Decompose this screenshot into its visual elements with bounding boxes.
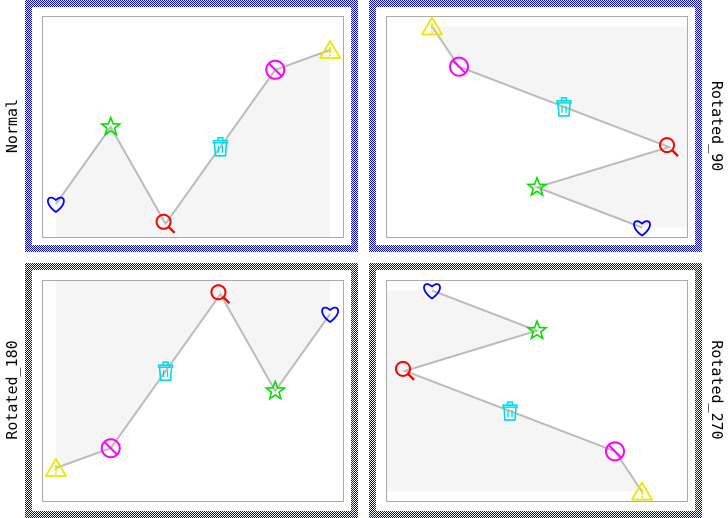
heart-icon bbox=[47, 196, 65, 214]
panel-label-rotated-270: Rotated_270 bbox=[708, 340, 726, 440]
plot-area-rotated-270 bbox=[386, 280, 688, 502]
trash-icon bbox=[556, 97, 572, 117]
plot-rotated-90 bbox=[421, 16, 687, 237]
plot-area-rotated-90 bbox=[386, 16, 688, 238]
area-fill bbox=[55, 50, 331, 237]
no-icon bbox=[265, 59, 286, 80]
star-icon bbox=[525, 175, 549, 197]
area-fill bbox=[432, 26, 687, 228]
plot-area-rotated-180 bbox=[42, 280, 344, 502]
no-icon bbox=[605, 441, 625, 462]
trash-icon bbox=[212, 137, 229, 157]
warning-icon bbox=[319, 40, 342, 59]
no-icon bbox=[100, 438, 121, 459]
trash-icon bbox=[157, 361, 174, 381]
plot-rotated-270 bbox=[387, 283, 653, 501]
warning-icon bbox=[631, 481, 653, 501]
warning-icon bbox=[44, 458, 67, 477]
star-icon bbox=[264, 379, 287, 401]
search-icon bbox=[395, 360, 415, 381]
plot-rotated-180 bbox=[44, 281, 339, 477]
plot-normal bbox=[47, 40, 342, 237]
area-fill bbox=[55, 281, 331, 468]
warning-icon bbox=[421, 16, 443, 36]
area-fill bbox=[387, 290, 642, 492]
star-icon bbox=[99, 115, 122, 137]
star-icon bbox=[525, 318, 549, 341]
search-icon bbox=[155, 213, 176, 234]
search-icon bbox=[210, 284, 231, 305]
trash-icon bbox=[502, 401, 518, 421]
panel-label-rotated-90: Rotated_90 bbox=[708, 81, 726, 172]
panel-label-rotated-180: Rotated_180 bbox=[3, 340, 21, 440]
panel-label-normal: Normal bbox=[3, 98, 21, 154]
no-icon bbox=[449, 56, 469, 77]
search-icon bbox=[659, 137, 679, 157]
heart-icon bbox=[633, 220, 651, 237]
plot-area-normal bbox=[42, 16, 344, 238]
heart-icon bbox=[321, 306, 339, 324]
heart-icon bbox=[423, 283, 441, 300]
